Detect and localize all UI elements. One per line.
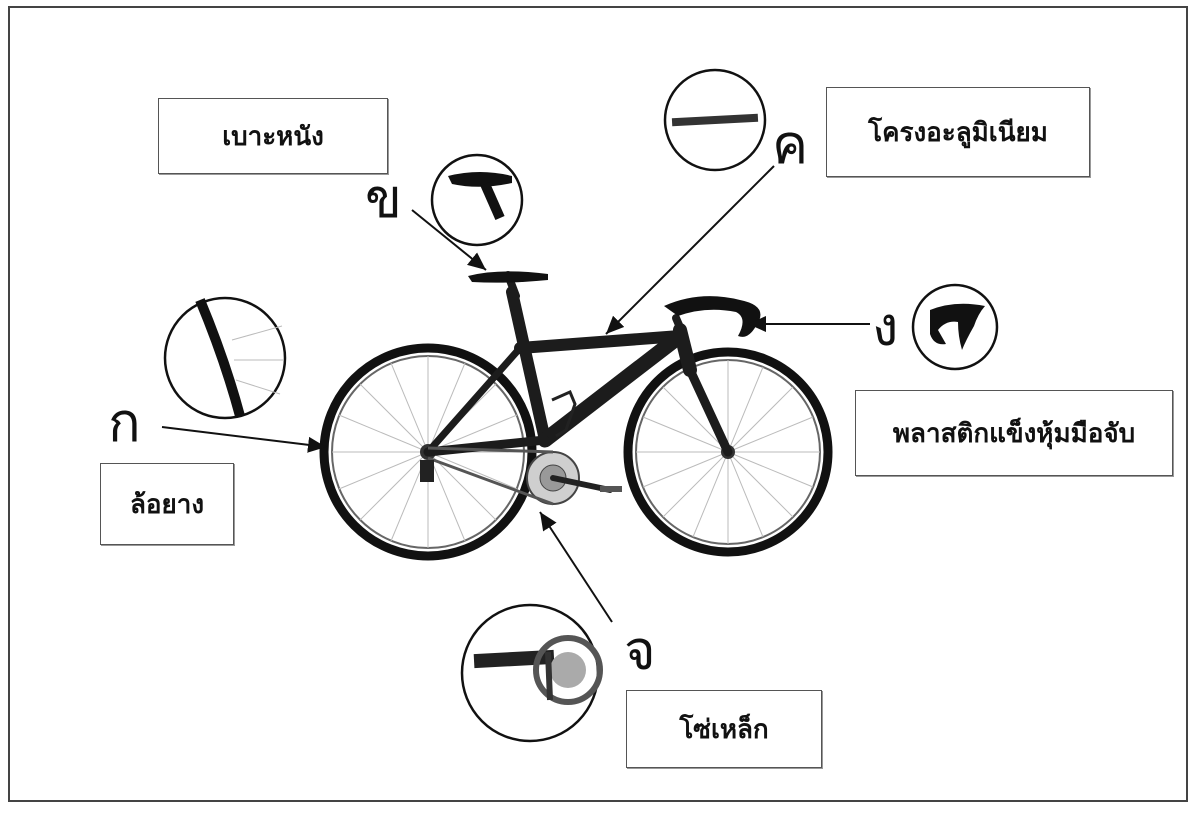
arrow-b bbox=[411, 209, 487, 271]
label-box-frame: โครงอะลูมิเนียม bbox=[826, 87, 1090, 177]
zoom-circle-saddle bbox=[430, 153, 524, 247]
letter-a: ก bbox=[108, 391, 141, 454]
chainring bbox=[526, 451, 622, 505]
label-box-tire: ล้อยาง bbox=[100, 463, 234, 545]
zoom-circle-frame bbox=[663, 68, 767, 172]
letter-b: ข bbox=[365, 167, 402, 230]
handlebar bbox=[664, 296, 761, 337]
label-box-chain: โซ่เหล็ก bbox=[626, 690, 822, 768]
arrow-c bbox=[605, 165, 775, 335]
label-box-saddle: เบาะหนัง bbox=[158, 98, 388, 174]
zoom-circle-handlebar bbox=[911, 283, 999, 371]
letter-c: ค bbox=[772, 113, 809, 176]
diagram-frame bbox=[8, 6, 1188, 802]
arrow-e bbox=[539, 511, 613, 623]
letter-d: ง bbox=[872, 295, 899, 358]
letter-e: จ bbox=[624, 619, 656, 682]
arrow-a bbox=[161, 426, 327, 453]
bottle-cage bbox=[551, 390, 577, 438]
rear-derailleur bbox=[420, 460, 434, 482]
zoom-circle-chain bbox=[460, 603, 603, 743]
label-box-handlebar: พลาสติกแข็งหุ้มมือจับ bbox=[855, 390, 1173, 476]
chain bbox=[427, 446, 554, 506]
zoom-circle-wheel bbox=[163, 296, 287, 420]
saddle bbox=[468, 271, 548, 283]
